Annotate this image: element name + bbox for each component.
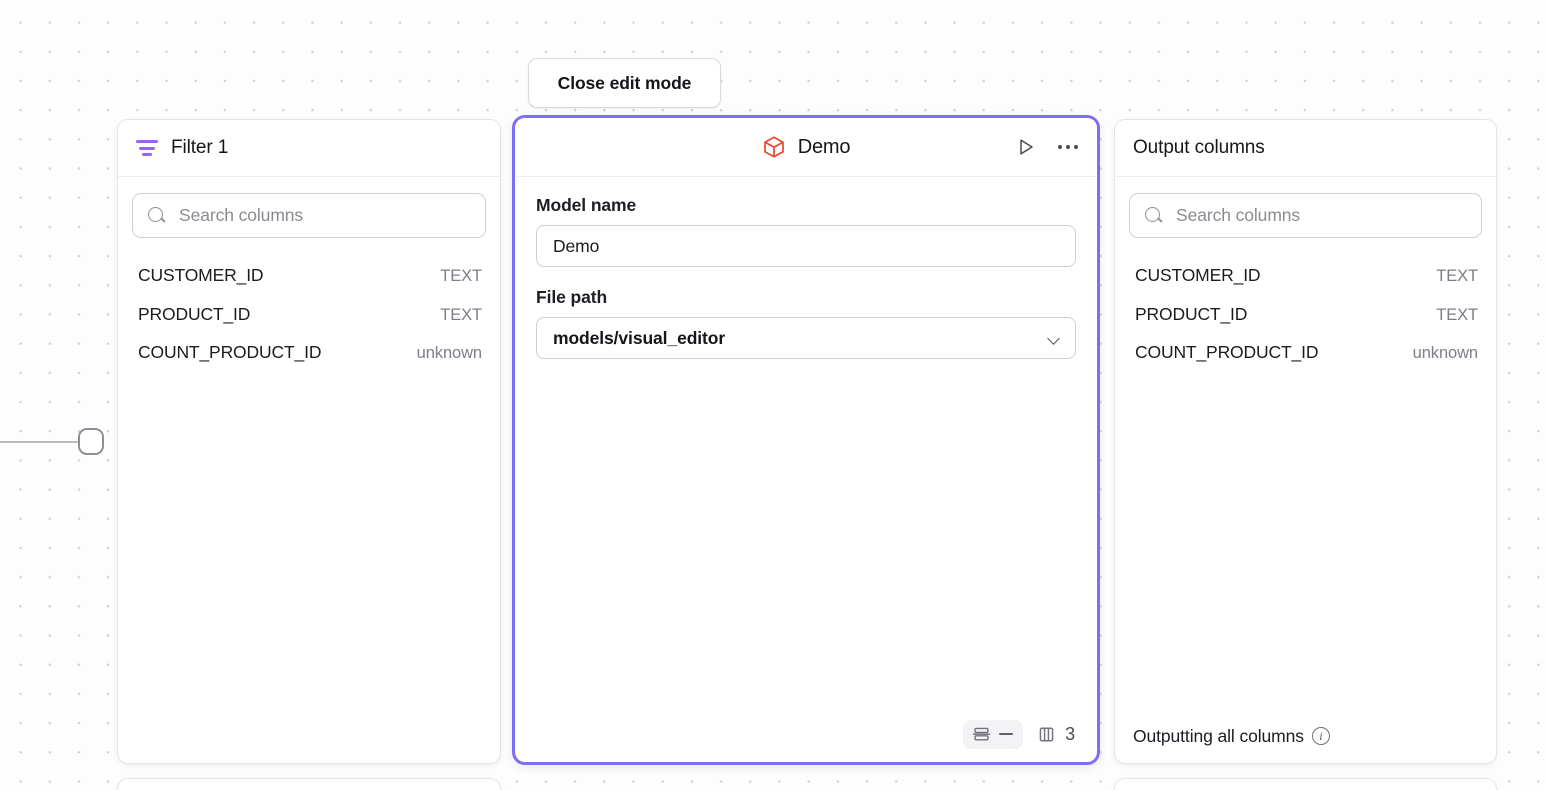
model-name-label: Model name [536, 195, 637, 215]
model-form-area: Model name Demo File path models/visual_… [515, 177, 1097, 706]
column-type: TEXT [440, 267, 482, 285]
list-item[interactable]: PRODUCT_ID TEXT [132, 295, 486, 334]
column-name: CUSTOMER_ID [138, 265, 264, 285]
model-title-group: Demo [762, 135, 851, 159]
file-path-select[interactable]: models/visual_editor [536, 317, 1076, 359]
filter-column-list: CUSTOMER_ID TEXT PRODUCT_ID TEXT COUNT_P… [132, 256, 486, 372]
model-name-field[interactable]: Demo [536, 225, 1076, 267]
columns-icon [1039, 727, 1054, 741]
run-button[interactable] [1013, 134, 1039, 160]
column-type: TEXT [1436, 305, 1478, 324]
next-output-panel-partial[interactable] [1114, 778, 1497, 790]
next-node-panel-partial[interactable] [117, 778, 501, 790]
play-icon [1020, 139, 1033, 155]
outputting-all-columns-label: Outputting all columns [1133, 725, 1304, 746]
column-name: PRODUCT_ID [1135, 303, 1248, 324]
connection-edge [0, 441, 80, 443]
column-count-value: 3 [1065, 723, 1075, 744]
model-panel-header: Demo [515, 118, 1097, 177]
list-item[interactable]: COUNT_PRODUCT_ID unknown [132, 333, 486, 372]
column-type: unknown [1412, 344, 1478, 362]
list-item[interactable]: CUSTOMER_ID TEXT [132, 256, 486, 295]
search-icon [147, 206, 166, 225]
model-node-panel[interactable]: Demo Model name Demo File path models/vi… [512, 115, 1100, 765]
column-count-group[interactable]: 3 [1037, 724, 1077, 745]
info-icon[interactable]: i [1311, 727, 1330, 745]
filter-panel-title: Filter 1 [171, 137, 229, 158]
more-options-button[interactable] [1055, 134, 1081, 160]
output-column-list: CUSTOMER_ID TEXT PRODUCT_ID TEXT COUNT_P… [1129, 256, 1482, 372]
output-columns-panel[interactable]: Output columns Search columns CUSTOMER_I… [1114, 119, 1497, 764]
filter-search-placeholder: Search columns [179, 205, 304, 225]
column-type: TEXT [1436, 267, 1478, 285]
model-panel-title: Demo [797, 135, 851, 158]
cube-icon [763, 136, 784, 158]
column-name: COUNT_PRODUCT_ID [1135, 342, 1319, 362]
row-count-group[interactable] [963, 719, 1024, 749]
filter-search-input[interactable]: Search columns [132, 193, 486, 238]
filter-panel-header: Filter 1 [118, 120, 500, 177]
filter-icon [136, 137, 158, 159]
list-item[interactable]: COUNT_PRODUCT_ID unknown [1129, 333, 1482, 372]
column-name: PRODUCT_ID [138, 303, 251, 324]
row-count-value [997, 726, 1014, 743]
chevron-down-icon [1047, 334, 1061, 343]
output-search-input[interactable]: Search columns [1129, 193, 1482, 238]
output-search-placeholder: Search columns [1176, 205, 1301, 225]
model-header-actions [1013, 134, 1081, 160]
filter-node-panel[interactable]: Filter 1 Search columns CUSTOMER_ID TEXT… [117, 119, 501, 764]
output-panel-title: Output columns [1133, 137, 1265, 158]
file-path-label: File path [536, 287, 608, 307]
model-panel-footer: 3 [515, 706, 1097, 762]
output-panel-header: Output columns [1115, 120, 1496, 177]
file-path-value: models/visual_editor [553, 327, 726, 348]
list-item[interactable]: PRODUCT_ID TEXT [1129, 295, 1482, 334]
close-edit-mode-button[interactable]: Close edit mode [528, 58, 721, 108]
list-item[interactable]: CUSTOMER_ID TEXT [1129, 256, 1482, 295]
column-type: unknown [416, 344, 482, 362]
column-type: TEXT [440, 305, 482, 324]
output-panel-footer: Outputting all columns i [1115, 709, 1496, 763]
node-connector-handle[interactable] [78, 428, 104, 455]
ellipsis-icon [1058, 145, 1078, 149]
output-panel-body: Search columns CUSTOMER_ID TEXT PRODUCT_… [1115, 177, 1496, 709]
filter-panel-body: Search columns CUSTOMER_ID TEXT PRODUCT_… [118, 177, 500, 763]
column-name: CUSTOMER_ID [1135, 265, 1261, 285]
column-name: COUNT_PRODUCT_ID [138, 342, 322, 362]
rows-icon [972, 727, 991, 741]
search-icon [1144, 206, 1163, 225]
